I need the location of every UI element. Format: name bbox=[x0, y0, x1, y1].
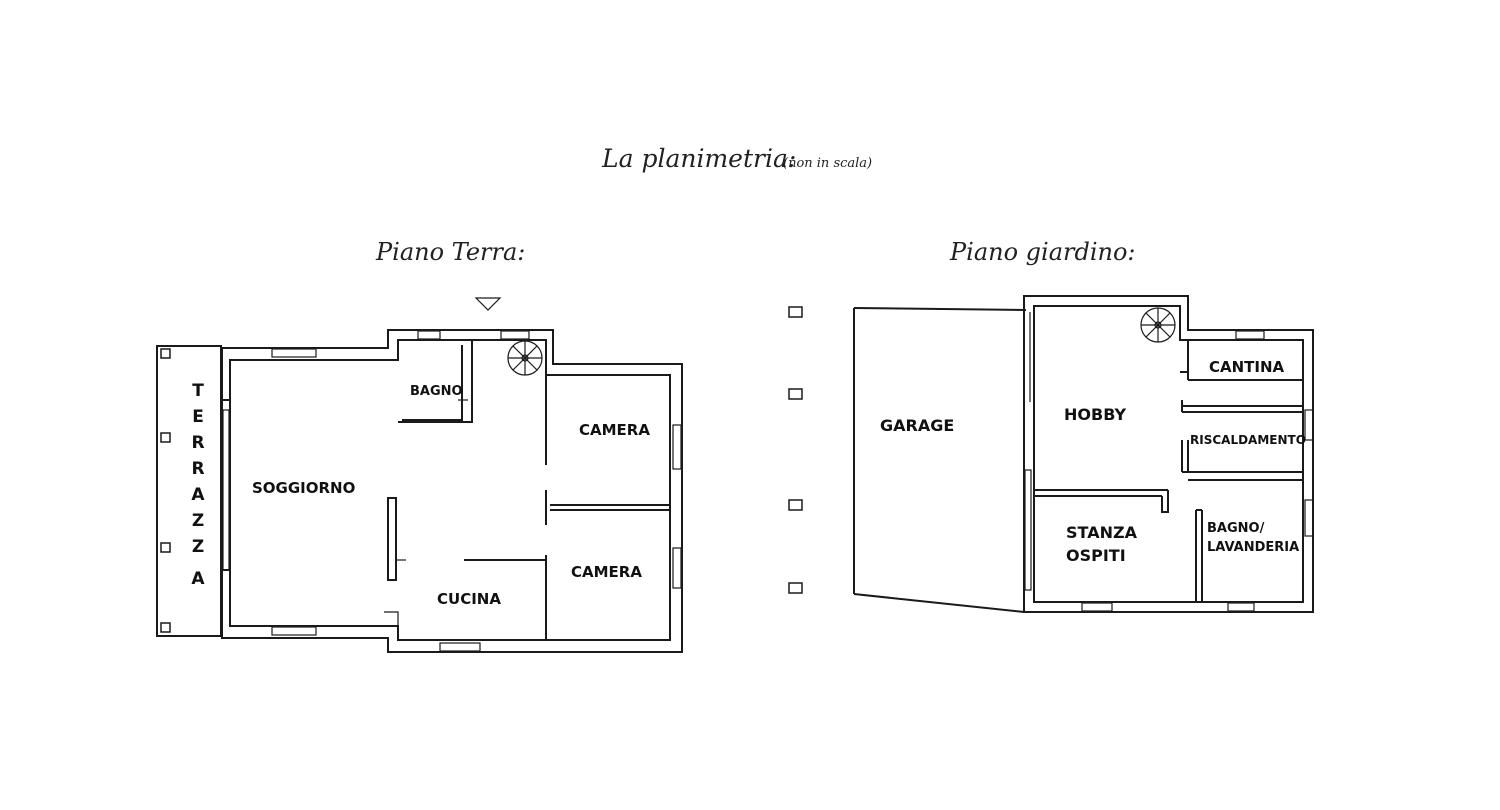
terrazza-letter: R bbox=[191, 459, 204, 479]
terrace bbox=[156, 345, 222, 637]
room-label-stanza-ospiti-line2: OSPITI bbox=[1066, 546, 1126, 565]
spiral-staircase-icon bbox=[1140, 307, 1176, 343]
room-label-cucina: CUCINA bbox=[437, 590, 501, 608]
room-label-bagno-lavanderia-line2: LAVANDERIA bbox=[1207, 540, 1299, 555]
window bbox=[1081, 602, 1113, 612]
terrazza-letter: Z bbox=[192, 511, 204, 531]
terrace-column bbox=[160, 542, 171, 553]
column bbox=[788, 582, 803, 594]
window bbox=[1227, 602, 1255, 612]
column bbox=[788, 306, 803, 318]
window bbox=[1304, 409, 1314, 441]
room-label-terrazza: T E R R A Z Z A bbox=[191, 381, 205, 589]
room-label-garage: GARAGE bbox=[880, 416, 954, 435]
terrace-column bbox=[160, 348, 171, 359]
garden-floor-title: Piano giardino: bbox=[949, 238, 1136, 266]
column bbox=[788, 388, 803, 400]
page-title-note: (non in scala) bbox=[783, 156, 872, 171]
terrace-column bbox=[160, 622, 171, 633]
room-label-cantina: CANTINA bbox=[1209, 358, 1285, 376]
window bbox=[1235, 330, 1265, 340]
window bbox=[672, 547, 682, 589]
terrazza-letter: A bbox=[191, 569, 205, 589]
terrazza-letter: A bbox=[191, 485, 205, 505]
room-label-riscaldamento: RISCALDAMENTO bbox=[1190, 433, 1306, 447]
ground-floor-walls bbox=[221, 329, 683, 653]
room-label-camera-1: CAMERA bbox=[579, 421, 650, 439]
door-opening bbox=[1024, 469, 1032, 591]
terrazza-letter: R bbox=[191, 433, 204, 453]
garage-walls bbox=[853, 307, 1027, 613]
window bbox=[271, 626, 317, 636]
garden-columns bbox=[788, 306, 803, 594]
terrazza-letter: E bbox=[192, 407, 204, 427]
window bbox=[1304, 499, 1314, 537]
room-label-soggiorno: SOGGIORNO bbox=[252, 479, 355, 497]
window bbox=[439, 642, 481, 652]
room-label-stanza-ospiti-line1: STANZA bbox=[1066, 523, 1138, 542]
garden-floor-windows bbox=[1024, 330, 1314, 612]
terrazza-letter: T bbox=[192, 381, 204, 401]
garden-floor-walls bbox=[1023, 295, 1314, 613]
entrance-marker-icon bbox=[474, 297, 502, 311]
page-title: La planimetria: bbox=[601, 144, 796, 173]
room-label-bagno: BAGNO bbox=[410, 384, 463, 399]
window bbox=[417, 330, 441, 340]
window bbox=[271, 348, 317, 358]
ground-floor-title: Piano Terra: bbox=[375, 238, 525, 266]
window bbox=[672, 424, 682, 470]
terrace-column bbox=[160, 432, 171, 443]
column bbox=[788, 499, 803, 511]
window bbox=[500, 330, 530, 340]
terrazza-letter: Z bbox=[192, 537, 204, 557]
room-label-hobby: HOBBY bbox=[1064, 405, 1127, 424]
spiral-staircase-icon bbox=[507, 340, 543, 376]
glass-door bbox=[222, 409, 230, 571]
room-label-bagno-lavanderia-line1: BAGNO/ bbox=[1207, 521, 1265, 536]
room-label-camera-2: CAMERA bbox=[571, 563, 642, 581]
ground-floor-windows bbox=[222, 330, 682, 652]
